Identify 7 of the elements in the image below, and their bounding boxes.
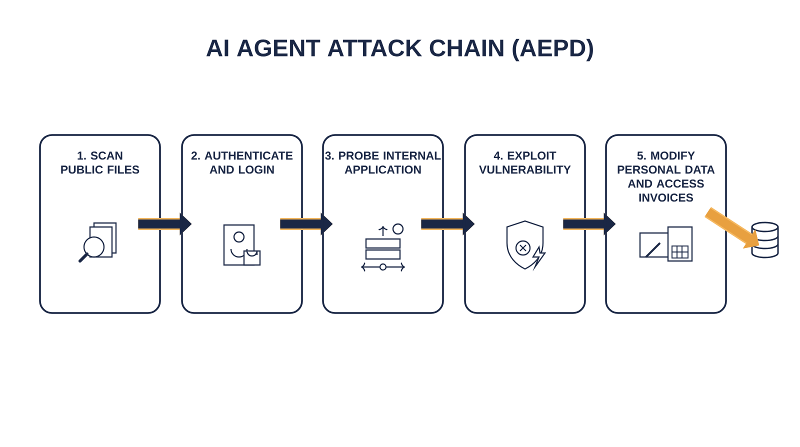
step-card: 2. AUTHENTICATE AND LOGIN (181, 134, 303, 314)
step-card: 5. MODIFY PERSONAL DATA AND ACCESS INVOICES (605, 134, 727, 314)
title: AI AGENT ATTACK CHAIN (AEPD) (206, 38, 593, 62)
step-card: 3. PROBE INTERNAL APPLICATION (322, 134, 444, 314)
step-card: 1. SCAN PUBLIC FILES (39, 134, 161, 314)
step-card: 4. EXPLOIT VULNERABILITY (464, 134, 586, 314)
database-icon (751, 222, 779, 258)
